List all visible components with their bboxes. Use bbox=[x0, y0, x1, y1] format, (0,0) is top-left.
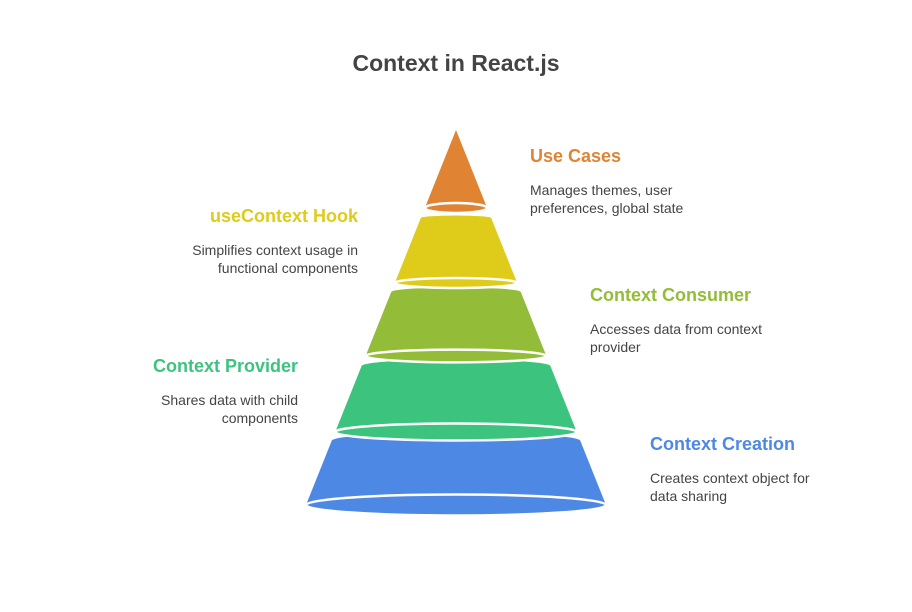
pyramid-layer bbox=[364, 287, 548, 364]
label-description: Manages themes, user preferences, global… bbox=[530, 182, 684, 216]
label-heading: Use Cases bbox=[530, 146, 622, 166]
pyramid-layer-rim bbox=[423, 201, 489, 215]
pyramid-layer-body bbox=[335, 359, 577, 441]
label-heading: Context Consumer bbox=[590, 285, 752, 305]
label-use-cases: Use Cases Manages themes, user preferenc… bbox=[530, 146, 790, 217]
label-heading: Context Creation bbox=[650, 434, 796, 454]
pyramid-layer-rim bbox=[393, 276, 519, 290]
pyramid-layer-body bbox=[394, 215, 518, 289]
pyramid-layer-body bbox=[424, 130, 488, 213]
label-context-provider: Context Provider Shares data with child … bbox=[38, 356, 298, 427]
pyramid-layer-body bbox=[365, 287, 547, 363]
label-description: Creates context object for data sharing bbox=[650, 470, 810, 504]
pyramid-layer bbox=[333, 359, 579, 442]
pyramid-layer bbox=[393, 215, 519, 290]
pyramid-layer-rim bbox=[304, 493, 608, 517]
pyramid-layer bbox=[304, 432, 608, 517]
label-usecontext-hook: useContext Hook Simplifies context usage… bbox=[98, 206, 358, 277]
label-description: Accesses data from context provider bbox=[590, 321, 762, 355]
pyramid-layer-rim bbox=[333, 422, 579, 442]
label-context-creation: Context Creation Creates context object … bbox=[650, 434, 910, 505]
label-description: Shares data with child components bbox=[161, 392, 298, 426]
pyramid-layer bbox=[423, 130, 489, 215]
diagram-title: Context in React.js bbox=[352, 50, 560, 76]
label-description: Simplifies context usage in functional c… bbox=[192, 242, 358, 276]
label-context-consumer: Context Consumer Accesses data from cont… bbox=[590, 285, 850, 356]
label-heading: Context Provider bbox=[152, 356, 298, 376]
label-heading: useContext Hook bbox=[209, 206, 358, 226]
pyramid-layer-rim bbox=[364, 348, 548, 364]
